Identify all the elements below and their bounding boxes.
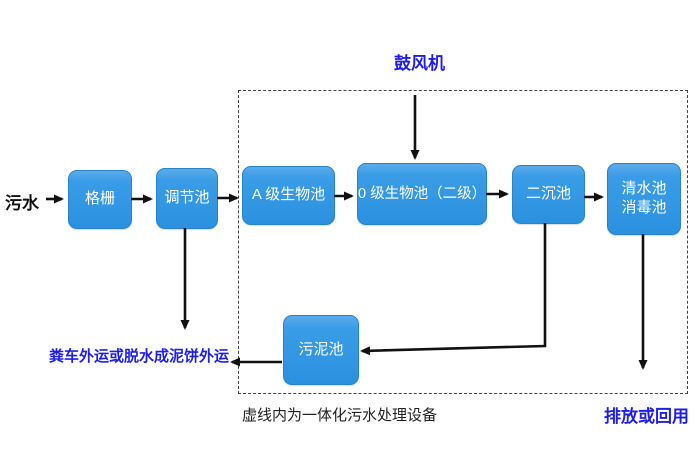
integrated-equipment-dashed-boundary <box>238 90 688 394</box>
discharge-reuse-label: 排放或回用 <box>604 407 689 426</box>
blower-label: 鼓风机 <box>394 54 445 73</box>
sludge-disposal-label: 粪车外运或脱水成泥饼外运 <box>49 348 230 365</box>
node-secondary-sedimentation-tank: 二沉池 <box>512 165 585 224</box>
node-regulating-tank: 调节池 <box>156 168 218 229</box>
node-sludge-tank-label: 污泥池 <box>298 340 344 358</box>
node-a-level-bio-tank-label: A 级生物池 <box>251 186 326 204</box>
node-regulating-tank-label: 调节池 <box>164 189 210 207</box>
node-grating: 格栅 <box>68 170 132 229</box>
node-clear-water-line1: 清水池 <box>621 180 667 198</box>
sewage-inlet-label: 污水 <box>5 194 39 213</box>
node-disinfection-line2: 消毒池 <box>621 199 667 216</box>
node-clear-water-disinfection-tank: 清水池 消毒池 <box>607 163 681 235</box>
node-a-level-bio-tank: A 级生物池 <box>242 166 335 225</box>
dashed-box-caption: 虚线内为一体化污水处理设备 <box>242 407 438 424</box>
node-secondary-sedimentation-tank-label: 二沉池 <box>525 185 571 203</box>
node-grating-label: 格栅 <box>84 190 115 208</box>
node-o-level-bio-tank-label: 0 级生物池（二级） <box>358 185 487 202</box>
node-sludge-tank: 污泥池 <box>283 315 359 385</box>
node-o-level-bio-tank: 0 级生物池（二级） <box>357 163 487 225</box>
